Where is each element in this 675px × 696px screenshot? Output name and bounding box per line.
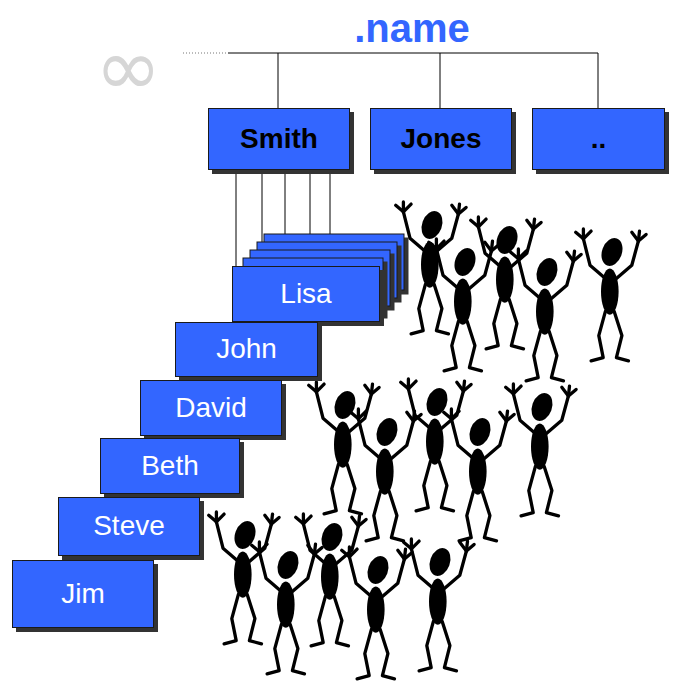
root-label: .name	[354, 8, 470, 48]
crowd	[209, 202, 646, 679]
name-text: Jim	[61, 579, 105, 610]
name-text: Smith	[240, 124, 318, 155]
name-text: John	[216, 334, 277, 365]
name-box: ..	[532, 108, 665, 170]
name-text: Steve	[93, 511, 165, 542]
name-box: Jim	[12, 560, 154, 628]
infinity-symbol: ∞	[95, 28, 162, 108]
infinity-symbol: ∞	[95, 28, 162, 108]
root-label: .name	[354, 8, 470, 48]
tree-line	[183, 53, 228, 54]
name-text: Jones	[401, 124, 482, 155]
name-text: ..	[591, 124, 607, 155]
name-text: Beth	[141, 451, 199, 482]
name-box: Jones	[370, 108, 512, 170]
name-box: David	[140, 380, 282, 436]
connector-line	[236, 170, 237, 266]
name-text: David	[175, 393, 247, 424]
tree-line	[310, 172, 311, 234]
name-box: Beth	[100, 438, 240, 494]
tree-line	[278, 53, 279, 108]
tree-line	[598, 53, 599, 108]
name-box: Steve	[58, 497, 200, 556]
name-text: Lisa	[280, 279, 331, 310]
tree-line	[285, 172, 286, 242]
name-box: John	[175, 322, 318, 377]
tree-line	[330, 172, 331, 234]
tree-line	[262, 172, 263, 250]
tree-line	[440, 53, 441, 108]
name-box: Smith	[208, 108, 350, 170]
name-box: Lisa	[232, 266, 380, 322]
tree-line	[228, 53, 598, 54]
